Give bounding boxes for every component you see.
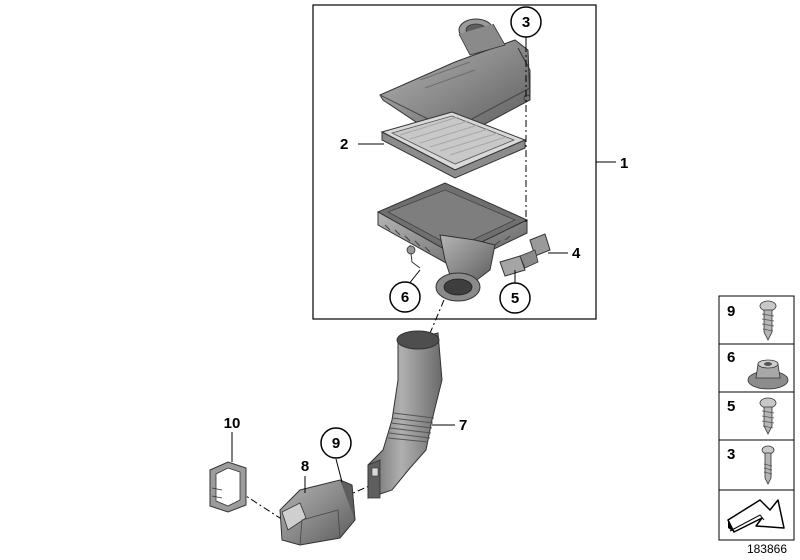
svg-text:6: 6 xyxy=(401,289,409,306)
mounting-bracket[interactable] xyxy=(499,233,551,277)
air-filter-upper-housing[interactable] xyxy=(379,18,531,139)
svg-text:7: 7 xyxy=(459,417,467,434)
callout-8: 8 xyxy=(301,458,309,475)
intake-holder[interactable] xyxy=(209,461,247,513)
svg-text:2: 2 xyxy=(340,136,348,153)
svg-text:9: 9 xyxy=(332,435,340,452)
rubber-grommet-icon xyxy=(747,359,789,390)
callout-1: 1 xyxy=(620,155,628,172)
intake-duct[interactable] xyxy=(367,330,443,499)
legend-item-9: 9 xyxy=(727,300,777,341)
svg-text:1: 1 xyxy=(620,155,628,172)
self-tapping-screw-icon xyxy=(759,397,777,435)
callout-3: 3 xyxy=(510,6,542,38)
svg-text:4: 4 xyxy=(572,245,581,262)
svg-text:9: 9 xyxy=(727,303,735,320)
callout-4: 4 xyxy=(572,245,581,262)
intake-snorkel[interactable] xyxy=(279,479,356,546)
legend-item-3: 3 xyxy=(727,445,775,485)
navigation-arrow-icon xyxy=(727,499,785,533)
svg-text:8: 8 xyxy=(301,458,309,475)
air-filter-lower-housing[interactable] xyxy=(376,182,529,302)
callout-10: 10 xyxy=(224,415,241,432)
legend-panel: 9 6 5 3 xyxy=(718,295,795,541)
callout-9: 9 xyxy=(320,427,352,459)
callout-6: 6 xyxy=(389,281,421,313)
svg-text:6: 6 xyxy=(727,349,735,366)
callout-5: 5 xyxy=(499,282,531,314)
self-tapping-screw-icon xyxy=(759,300,777,341)
svg-text:5: 5 xyxy=(511,290,519,307)
air-filter-element[interactable] xyxy=(380,111,527,179)
svg-text:5: 5 xyxy=(727,398,735,415)
svg-text:3: 3 xyxy=(522,14,530,31)
callout-7: 7 xyxy=(459,417,467,434)
document-number: 183866 xyxy=(747,542,787,556)
callout-2: 2 xyxy=(340,136,348,153)
svg-text:10: 10 xyxy=(224,415,241,432)
legend-item-6: 6 xyxy=(727,349,789,390)
legend-item-5: 5 xyxy=(727,397,777,435)
screw-icon xyxy=(761,445,775,485)
svg-text:3: 3 xyxy=(727,446,735,463)
